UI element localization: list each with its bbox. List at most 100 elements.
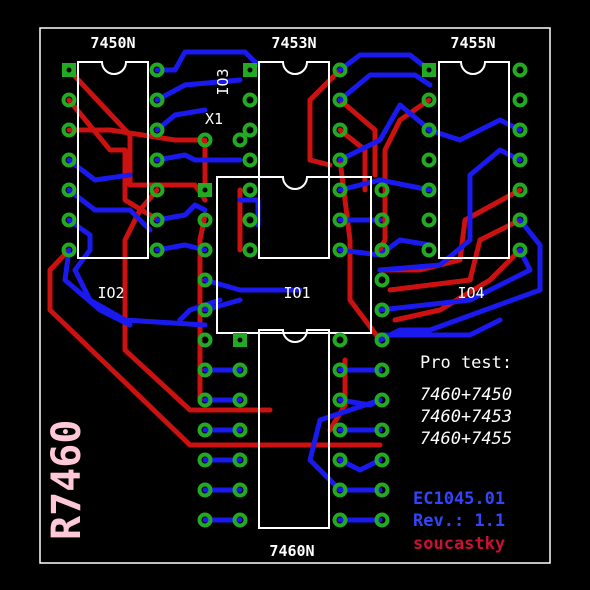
io1-right-pad-3 [374,242,390,258]
board-code: EC1045.01 [413,489,505,509]
io1-left-pad-4 [197,272,213,288]
board-name: R7460 [44,420,90,540]
ic7460-right-pad-7 [332,512,348,528]
io3-right-pad-3 [332,122,348,138]
io2-right-pad-2 [149,92,165,108]
io3-left-pad-7 [242,242,258,258]
io3-right-pad-1 [332,62,348,78]
io3-left-pad-3 [242,122,258,138]
io4-left-pad-4 [421,152,437,168]
board-author: soucastky [413,534,505,554]
test-note-line-2: 7460+7453 [420,407,512,427]
io1-right-pad-9 [374,422,390,438]
io4-left-pad-3 [421,122,437,138]
ic7460-right-pad-2 [332,362,348,378]
ic-outline-io4 [438,61,510,259]
io3-right-pad-7 [332,242,348,258]
ref-label-io1: IO1 [283,284,310,302]
bottom-layer-traces [62,49,543,523]
ic7460-left-pad-7 [232,512,248,528]
io3-right-pad-5 [332,182,348,198]
io3-left-pad-1-hole [247,67,253,73]
io1-left-pad-1-hole [202,187,208,193]
io1-right-pad-2 [374,212,390,228]
io3-left-pad-6 [242,212,258,228]
io3-right-pad-6 [332,212,348,228]
ic-outline-io3 [258,61,330,259]
io4-right-pad-5 [512,182,528,198]
ref-label-io4: IO4 [457,284,484,302]
test-note-line-3: 7460+7455 [420,429,512,449]
io1-left-pad-9 [197,422,213,438]
io1-right-pad-6 [374,332,390,348]
ref-label-io3: IO3 [214,68,232,95]
io1-left-pad-10 [197,452,213,468]
io4-left-pad-1-hole [426,67,432,73]
io4-left-pad-7 [421,242,437,258]
io4-right-pad-6 [512,212,528,228]
x1-pad-1 [197,132,213,148]
io1-right-pad-5 [374,302,390,318]
ic7460-right-pad-1 [332,332,348,348]
io4-left-pad-2 [421,92,437,108]
io2-right-pad-3 [149,122,165,138]
io2-right-pad-7 [149,242,165,258]
ic7460-left-pad-3 [232,392,248,408]
ic7460-left-pad-4 [232,422,248,438]
test-note-heading: Pro test: [420,353,512,373]
io1-left-pad-8 [197,392,213,408]
part-label-7453: 7453N [271,34,316,52]
io4-right-pad-7 [512,242,528,258]
ic7460-left-pad-1-hole [237,337,243,343]
io1-left-pad-3 [197,242,213,258]
part-label-7450: 7450N [90,34,135,52]
ic7460-right-pad-4 [332,422,348,438]
ic-outline-7460 [258,329,330,529]
test-note-line-1: 7460+7450 [420,385,512,405]
io4-left-pad-6 [421,212,437,228]
io1-left-pad-6 [197,332,213,348]
io1-left-pad-11 [197,482,213,498]
io2-right-pad-4 [149,152,165,168]
io2-right-pad-6 [149,212,165,228]
ic7460-left-pad-2 [232,362,248,378]
io2-left-pad-7 [61,242,77,258]
io1-left-pad-2 [197,212,213,228]
ic7460-left-pad-6 [232,482,248,498]
io4-right-pad-4 [512,152,528,168]
io3-right-pad-4 [332,152,348,168]
io2-right-pad-1 [149,62,165,78]
ic-outline-io1 [216,176,372,334]
io2-left-pad-2 [61,92,77,108]
io1-right-pad-8 [374,392,390,408]
pads [61,62,528,528]
io4-right-pad-3 [512,122,528,138]
ic7460-left-pad-5 [232,452,248,468]
ic-outline-io2 [77,61,149,259]
io2-left-pad-5 [61,182,77,198]
io1-right-pad-12 [374,512,390,528]
io2-left-pad-6 [61,212,77,228]
io1-left-pad-12 [197,512,213,528]
io1-right-pad-1 [374,182,390,198]
board-outline [39,27,551,564]
io4-right-pad-1 [512,62,528,78]
board-revision: Rev.: 1.1 [413,511,505,531]
io4-left-pad-5 [421,182,437,198]
ic-outlines [77,61,510,529]
io2-left-pad-4 [61,152,77,168]
part-label-7460: 7460N [269,542,314,560]
io3-left-pad-2 [242,92,258,108]
io4-right-pad-2 [512,92,528,108]
ic7460-right-pad-6 [332,482,348,498]
io1-right-pad-7 [374,362,390,378]
io2-right-pad-5 [149,182,165,198]
io1-left-pad-7 [197,362,213,378]
io2-left-pad-1-hole [66,67,72,73]
part-label-7455: 7455N [450,34,495,52]
io1-left-pad-5 [197,302,213,318]
io1-right-pad-4 [374,272,390,288]
io1-right-pad-10 [374,452,390,468]
jumper-label: X1 [205,110,223,128]
